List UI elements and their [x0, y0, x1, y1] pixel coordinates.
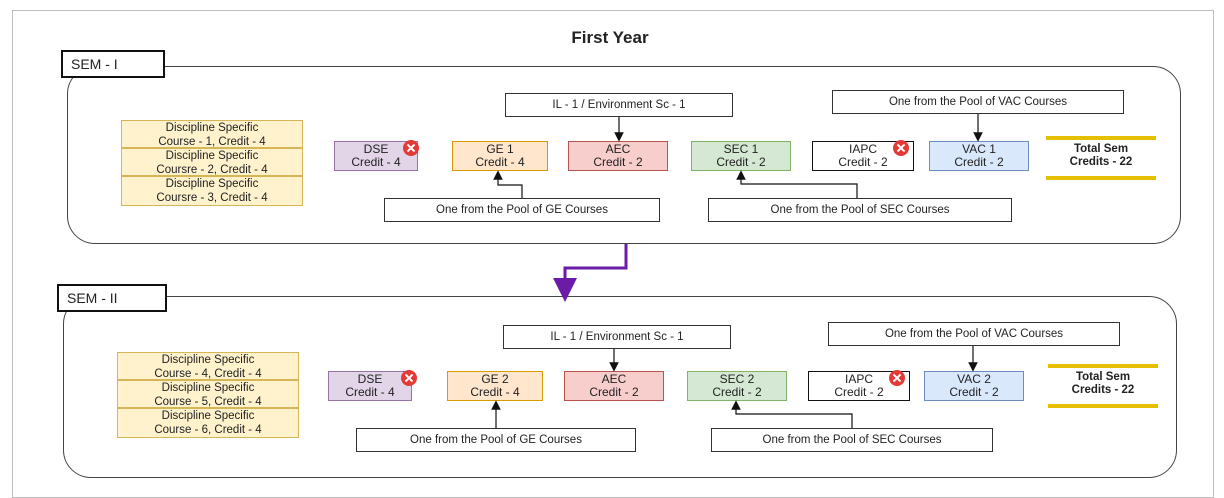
ge-pool-to-ge1-arrow: [493, 170, 523, 198]
red-x-icon: [401, 370, 417, 386]
sec-pool-to-sec1-arrow: [736, 170, 858, 198]
red-x-icon: [893, 140, 909, 156]
il-note: IL - 1 / Environment Sc - 1: [505, 93, 733, 117]
il-note: IL - 1 / Environment Sc - 1: [503, 325, 731, 349]
sem-1-label: SEM - I: [61, 50, 165, 78]
sem-2-label: SEM - II: [57, 284, 167, 312]
ge-pool-note: One from the Pool of GE Courses: [356, 428, 636, 452]
ge-pool-note: One from the Pool of GE Courses: [384, 198, 660, 222]
page-title: First Year: [571, 28, 649, 47]
sem-flow-arrow: [553, 244, 628, 302]
red-x-icon: [889, 370, 905, 386]
sec-pool-note: One from the Pool of SEC Courses: [708, 198, 1012, 222]
vac-pool-note: One from the Pool of VAC Courses: [832, 90, 1124, 114]
sec-pool-to-sec2-arrow: [731, 400, 853, 428]
red-x-icon: [403, 140, 419, 156]
vac-pool-note: One from the Pool of VAC Courses: [828, 322, 1120, 346]
sec-pool-note: One from the Pool of SEC Courses: [711, 428, 993, 452]
